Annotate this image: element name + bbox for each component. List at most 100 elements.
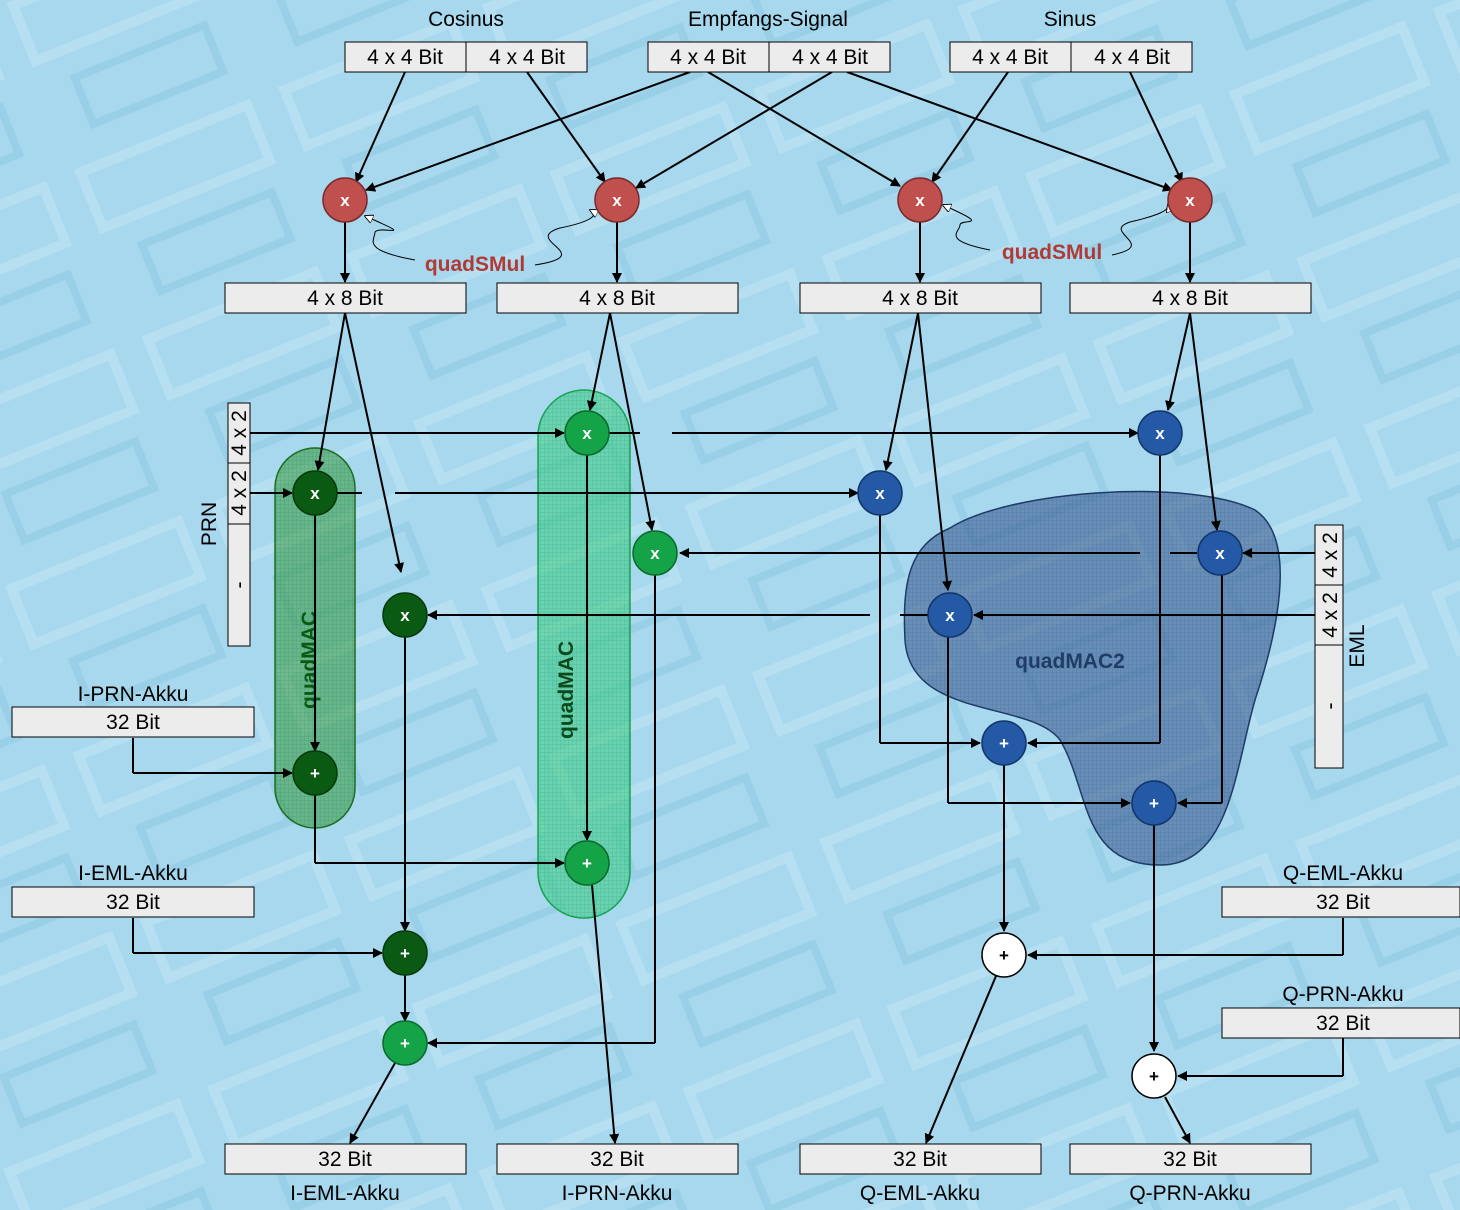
smul-node-2: x	[594, 177, 640, 223]
acc-out-i-eml-label: I-EML-Akku	[290, 1182, 400, 1205]
product-register-3: 4 x 8 Bit	[882, 287, 958, 310]
svg-text:x: x	[612, 191, 622, 210]
svg-text:x: x	[310, 484, 320, 503]
prn-cell-1: 4 x 2	[228, 410, 251, 456]
q-prn-accumulate-add: +	[1131, 1053, 1177, 1099]
svg-text:x: x	[1185, 191, 1195, 210]
input-cosinus: Cosinus 4 x 4 Bit 4 x 4 Bit	[344, 8, 588, 73]
svg-text:x: x	[1155, 424, 1165, 443]
acc-out-q-prn: 32 Bit Q-PRN-Akku	[1069, 1143, 1312, 1205]
acc-in-i-prn-label: I-PRN-Akku	[78, 683, 189, 706]
sinus-cell-1: 4 x 4 Bit	[972, 46, 1048, 69]
acc-out-q-eml-label: Q-EML-Akku	[860, 1182, 980, 1205]
smul-node-4: x	[1167, 177, 1213, 223]
acc-in-q-eml: Q-EML-Akku 32 Bit	[1221, 862, 1460, 918]
mac2-multiply-eml-top: x	[1197, 530, 1243, 576]
acc-in-q-prn-value: 32 Bit	[1316, 1012, 1370, 1035]
eml-register: 4 x 2 4 x 2 - EML	[1314, 524, 1369, 769]
mac-right-multiply: x	[564, 410, 610, 456]
acc-in-q-eml-value: 32 Bit	[1316, 891, 1370, 914]
svg-text:x: x	[915, 191, 925, 210]
product-register-4: 4 x 8 Bit	[1152, 287, 1228, 310]
eml-right-multiply: x	[632, 530, 678, 576]
svg-text:x: x	[1215, 544, 1225, 563]
mac-right-add: +	[564, 840, 610, 886]
sinus-cell-2: 4 x 4 Bit	[1094, 46, 1170, 69]
eml-left-add-2: +	[382, 1020, 428, 1066]
mac2-add-eml: +	[981, 720, 1027, 766]
acc-in-i-prn-value: 32 Bit	[106, 711, 160, 734]
mac2-add-prn: +	[1131, 780, 1177, 826]
svg-text:+: +	[400, 944, 410, 963]
smul-node-1: x	[322, 177, 368, 223]
empfang-cell-2: 4 x 4 Bit	[792, 46, 868, 69]
quadmac2-group-hatch	[904, 491, 1281, 865]
eml-left-multiply: x	[382, 592, 428, 638]
acc-in-q-prn-label: Q-PRN-Akku	[1282, 983, 1403, 1006]
product-register-1: 4 x 8 Bit	[307, 287, 383, 310]
q-eml-accumulate-add: +	[981, 932, 1027, 978]
product-registers: 4 x 8 Bit 4 x 8 Bit 4 x 8 Bit 4 x 8 Bit	[224, 282, 1312, 314]
quadmac-label-left: quadMAC	[298, 611, 321, 709]
svg-text:x: x	[945, 606, 955, 625]
prn-cell-2: 4 x 2	[228, 470, 251, 516]
connections	[132, 71, 1344, 1144]
mac2-multiply-prn-top: x	[1137, 410, 1183, 456]
eml-label: EML	[1346, 624, 1369, 667]
acc-out-q-eml: 32 Bit Q-EML-Akku	[799, 1143, 1042, 1205]
acc-out-q-prn-value: 32 Bit	[1163, 1148, 1217, 1171]
quadsmul-label-left: quadSMul	[425, 253, 525, 276]
acc-in-i-eml-label: I-EML-Akku	[78, 862, 188, 885]
acc-in-i-eml: I-EML-Akku 32 Bit	[11, 862, 255, 918]
svg-text:x: x	[340, 191, 350, 210]
cosinus-cell-2: 4 x 4 Bit	[489, 46, 565, 69]
empfangs-signal-label: Empfangs-Signal	[688, 8, 848, 31]
product-register-2: 4 x 8 Bit	[579, 287, 655, 310]
acc-in-i-eml-value: 32 Bit	[106, 891, 160, 914]
mac2-multiply-prn-mid: x	[857, 470, 903, 516]
quadsmul-label-right: quadSMul	[1002, 241, 1102, 264]
acc-out-i-eml-value: 32 Bit	[318, 1148, 372, 1171]
eml-cell-3: -	[1319, 703, 1342, 710]
acc-out-i-prn-label: I-PRN-Akku	[562, 1182, 673, 1205]
mac-left-add: +	[292, 750, 338, 796]
operator-nodes: x x x x x + x +	[292, 177, 1243, 1099]
acc-out-q-eml-value: 32 Bit	[893, 1148, 947, 1171]
svg-text:+: +	[999, 734, 1009, 753]
acc-in-i-prn: I-PRN-Akku 32 Bit	[11, 683, 255, 738]
quadsmul-pointer-4	[1111, 204, 1168, 256]
acc-out-i-prn-value: 32 Bit	[590, 1148, 644, 1171]
empfang-cell-1: 4 x 4 Bit	[670, 46, 746, 69]
eml-cell-2: 4 x 2	[1319, 592, 1342, 638]
eml-left-add-1: +	[382, 930, 428, 976]
mac-left-multiply: x	[292, 470, 338, 516]
quadsmul-pointer-3	[943, 205, 991, 251]
svg-text:+: +	[1149, 794, 1159, 813]
smul-node-3: x	[897, 177, 943, 223]
quadsmul-pointer-1	[365, 216, 416, 261]
acc-out-i-prn: 32 Bit I-PRN-Akku	[496, 1143, 739, 1205]
prn-label: PRN	[198, 502, 221, 546]
cosinus-label: Cosinus	[428, 8, 504, 31]
mac2-multiply-eml-mid: x	[927, 592, 973, 638]
svg-text:+: +	[999, 946, 1009, 965]
prn-cell-3: -	[228, 582, 251, 589]
prn-register: 4 x 2 4 x 2 - PRN	[198, 402, 251, 647]
acc-in-q-eml-label: Q-EML-Akku	[1283, 862, 1403, 885]
quadmac-group-right-hatch	[538, 390, 630, 918]
acc-out-q-prn-label: Q-PRN-Akku	[1129, 1182, 1250, 1205]
svg-text:x: x	[400, 606, 410, 625]
svg-text:+: +	[400, 1034, 410, 1053]
svg-text:x: x	[875, 484, 885, 503]
svg-text:+: +	[310, 764, 320, 783]
svg-text:+: +	[1149, 1067, 1159, 1086]
svg-text:x: x	[582, 424, 592, 443]
cosinus-cell-1: 4 x 4 Bit	[367, 46, 443, 69]
quadmac2-label: quadMAC2	[1015, 650, 1125, 673]
svg-text:x: x	[650, 544, 660, 563]
input-empfangs-signal: Empfangs-Signal 4 x 4 Bit 4 x 4 Bit	[647, 8, 891, 73]
input-sinus: Sinus 4 x 4 Bit 4 x 4 Bit	[949, 8, 1193, 73]
eml-cell-1: 4 x 2	[1319, 532, 1342, 578]
